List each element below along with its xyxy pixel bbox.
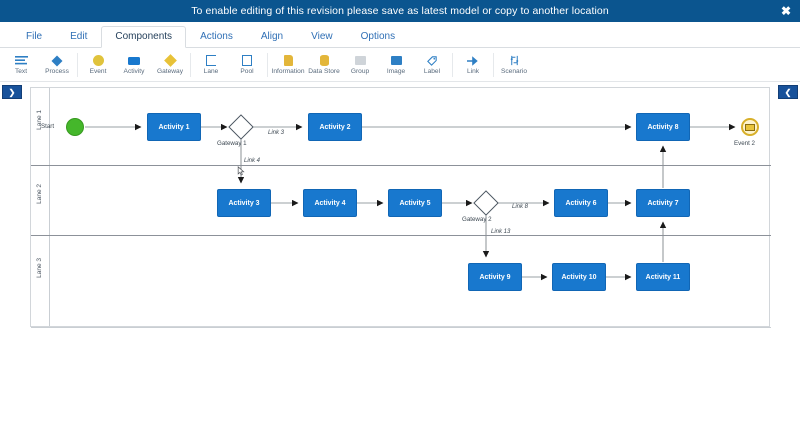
- menu-tab-edit[interactable]: Edit: [70, 31, 88, 42]
- activity-11-node[interactable]: Activity 11: [636, 263, 690, 291]
- information-document-icon: [281, 54, 295, 67]
- tool-scenario[interactable]: Scenario: [496, 53, 532, 76]
- activity-9-node[interactable]: Activity 9: [468, 263, 522, 291]
- scenario-icon: [507, 54, 521, 67]
- tool-label-label: Label: [423, 68, 441, 75]
- tool-event-label: Event: [89, 68, 107, 75]
- lane-3-label: Lane 3: [36, 258, 43, 278]
- data-store-icon: [317, 54, 331, 67]
- process-pool[interactable]: Lane 1 Lane 2 Lane 3: [30, 87, 771, 328]
- lane-header-divider: [49, 88, 50, 326]
- expand-right-panel-button[interactable]: ❮: [778, 85, 798, 99]
- close-icon[interactable]: ✖: [780, 4, 791, 18]
- tool-gateway[interactable]: Gateway: [152, 53, 188, 76]
- start-event[interactable]: [66, 118, 84, 136]
- tool-process-label: Process: [45, 68, 69, 75]
- lane-1[interactable]: [31, 88, 771, 166]
- toolbar-group-link: Link: [455, 53, 491, 76]
- end-event-label: Event 2: [734, 140, 755, 147]
- components-toolbar: Text Process Event Activity Gateway Lane: [0, 48, 800, 82]
- activity-5-node[interactable]: Activity 5: [388, 189, 442, 217]
- menu-bar: File Edit Components Actions Align View …: [0, 22, 800, 48]
- tool-group-label: Group: [350, 68, 370, 75]
- toolbar-divider: [452, 52, 453, 77]
- link-13-label: Link 13: [491, 229, 511, 235]
- group-icon: [353, 54, 367, 67]
- tool-activity[interactable]: Activity: [116, 53, 152, 76]
- activity-3-node[interactable]: Activity 3: [217, 189, 271, 217]
- menu-tab-view[interactable]: View: [311, 31, 333, 42]
- toolbar-group-bpmn: Event Activity Gateway: [80, 53, 188, 76]
- tool-label[interactable]: Label: [414, 53, 450, 76]
- gateway-2-label: Gateway 2: [462, 216, 492, 223]
- tool-scenario-label: Scenario: [500, 68, 528, 75]
- gateway-1-label: Gateway 1: [217, 140, 247, 147]
- tool-group[interactable]: Group: [342, 53, 378, 76]
- tool-image-label: Image: [386, 68, 406, 75]
- activity-1-node[interactable]: Activity 1: [147, 113, 201, 141]
- banner-message: To enable editing of this revision pleas…: [191, 5, 609, 17]
- tool-information-label: Information: [271, 68, 305, 75]
- tool-link[interactable]: Link: [455, 53, 491, 76]
- menu-tab-actions[interactable]: Actions: [200, 31, 233, 42]
- tool-text[interactable]: Text: [3, 53, 39, 76]
- lane-2-label: Lane 2: [36, 184, 43, 204]
- toolbar-group-basic: Text Process: [3, 53, 75, 76]
- link-arrow-icon: [466, 54, 480, 67]
- envelope-icon: [745, 123, 755, 131]
- lane-icon: [204, 54, 218, 67]
- menu-tab-components[interactable]: Components: [101, 26, 187, 48]
- toolbar-group-container: Lane Pool: [193, 53, 265, 76]
- tool-pool-label: Pool: [240, 68, 254, 75]
- event-circle-icon: [91, 54, 105, 67]
- toolbar-divider: [493, 52, 494, 77]
- tool-process[interactable]: Process: [39, 53, 75, 76]
- tool-information[interactable]: Information: [270, 53, 306, 76]
- gateway-diamond-icon: [163, 54, 177, 67]
- activity-8-node[interactable]: Activity 8: [636, 113, 690, 141]
- activity-2-node[interactable]: Activity 2: [308, 113, 362, 141]
- mouse-cursor-icon: [237, 166, 245, 176]
- tool-activity-label: Activity: [123, 68, 145, 75]
- tool-data-store-label: Data Store: [308, 68, 340, 75]
- tool-image[interactable]: Image: [378, 53, 414, 76]
- text-lines-icon: [14, 54, 28, 67]
- tool-event[interactable]: Event: [80, 53, 116, 76]
- pool-icon: [240, 54, 254, 67]
- toolbar-divider: [190, 52, 191, 77]
- diagram-canvas[interactable]: ❯ ❮ Lane 1 Lane 2 Lane 3: [0, 82, 800, 444]
- menu-tab-file[interactable]: File: [26, 31, 43, 42]
- toolbar-divider: [77, 52, 78, 77]
- tool-gateway-label: Gateway: [156, 68, 184, 75]
- activity-7-node[interactable]: Activity 7: [636, 189, 690, 217]
- start-event-label: Start: [41, 123, 55, 130]
- toolbar-divider: [267, 52, 268, 77]
- link-3-label: Link 3: [268, 130, 285, 136]
- revision-notice-banner: To enable editing of this revision pleas…: [0, 0, 800, 22]
- toolbar-group-artifacts: Information Data Store Group Image Label: [270, 53, 450, 76]
- activity-rect-icon: [127, 54, 141, 67]
- image-icon: [389, 54, 403, 67]
- expand-left-panel-button[interactable]: ❯: [2, 85, 22, 99]
- link-4-label: Link 4: [244, 158, 261, 164]
- label-tag-icon: [425, 54, 439, 67]
- tool-data-store[interactable]: Data Store: [306, 53, 342, 76]
- link-8-label: Link 8: [512, 204, 529, 210]
- end-event-node[interactable]: [741, 118, 759, 136]
- activity-6-node[interactable]: Activity 6: [554, 189, 608, 217]
- tool-link-label: Link: [466, 68, 480, 75]
- lane-2[interactable]: [31, 166, 771, 236]
- activity-10-node[interactable]: Activity 10: [552, 263, 606, 291]
- activity-4-node[interactable]: Activity 4: [303, 189, 357, 217]
- tool-text-label: Text: [14, 68, 28, 75]
- tool-pool[interactable]: Pool: [229, 53, 265, 76]
- tool-lane-label: Lane: [203, 68, 219, 75]
- menu-tab-align[interactable]: Align: [260, 31, 284, 42]
- toolbar-group-scenario: Scenario: [496, 53, 532, 76]
- pool-bottom-edge: [31, 327, 771, 328]
- menu-tab-options[interactable]: Options: [360, 31, 396, 42]
- tool-lane[interactable]: Lane: [193, 53, 229, 76]
- process-diamond-icon: [50, 54, 64, 67]
